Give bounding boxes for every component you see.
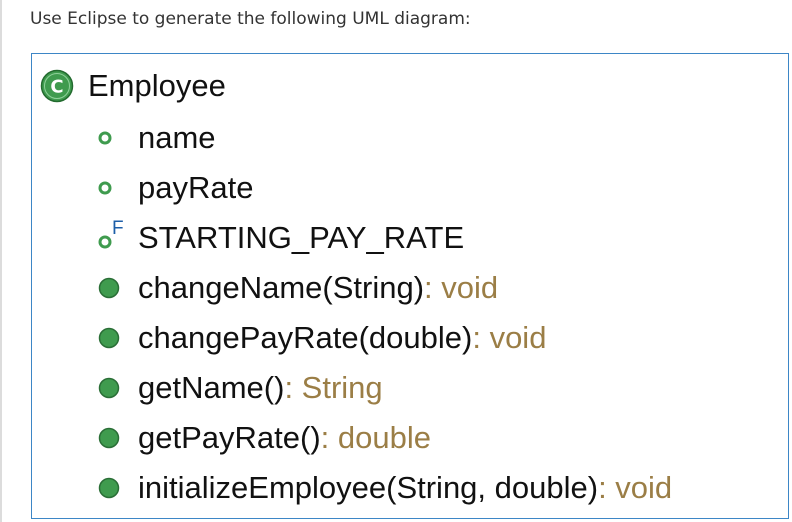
method-public-icon [98, 324, 122, 352]
method-public-icon [98, 424, 122, 452]
uml-class-box: C Employee name payRate F STARTING_PAY_R… [31, 53, 789, 519]
method-row: getPayRate() : double [98, 416, 431, 460]
method-row: changeName(String) : void [98, 266, 498, 310]
method-return-type: : void [472, 320, 547, 355]
method-name: getPayRate() [138, 420, 321, 455]
svg-text:C: C [50, 77, 63, 98]
method-row: initializeEmployee(String, double) : voi… [98, 466, 672, 510]
class-header: C Employee [40, 66, 226, 106]
method-public-icon [98, 274, 122, 302]
class-name: Employee [88, 68, 226, 103]
field-row: payRate [98, 166, 253, 210]
field-name: payRate [138, 170, 254, 205]
method-return-type: : double [320, 420, 431, 455]
final-modifier-badge: F [112, 218, 124, 239]
field-final-icon: F [98, 218, 124, 252]
method-row: changePayRate(double) : void [98, 316, 546, 360]
method-return-type: : void [424, 270, 499, 305]
method-name: getName() [138, 370, 285, 405]
method-name: changePayRate(double) [138, 320, 473, 355]
class-c-icon: C [40, 69, 74, 103]
method-return-type: : String [284, 370, 383, 405]
field-private-icon [98, 174, 122, 202]
left-rule [0, 0, 2, 522]
field-private-icon [98, 124, 122, 152]
field-name: name [138, 120, 216, 155]
method-name: initializeEmployee(String, double) [138, 470, 599, 505]
method-public-icon [98, 374, 122, 402]
method-name: changeName(String) [138, 270, 425, 305]
instruction-text: Use Eclipse to generate the following UM… [30, 9, 471, 29]
method-row: getName() : String [98, 366, 383, 410]
method-return-type: : void [598, 470, 673, 505]
field-row: name [98, 116, 216, 160]
field-row: F STARTING_PAY_RATE [98, 216, 464, 260]
field-name: STARTING_PAY_RATE [138, 220, 465, 255]
method-public-icon [98, 474, 122, 502]
